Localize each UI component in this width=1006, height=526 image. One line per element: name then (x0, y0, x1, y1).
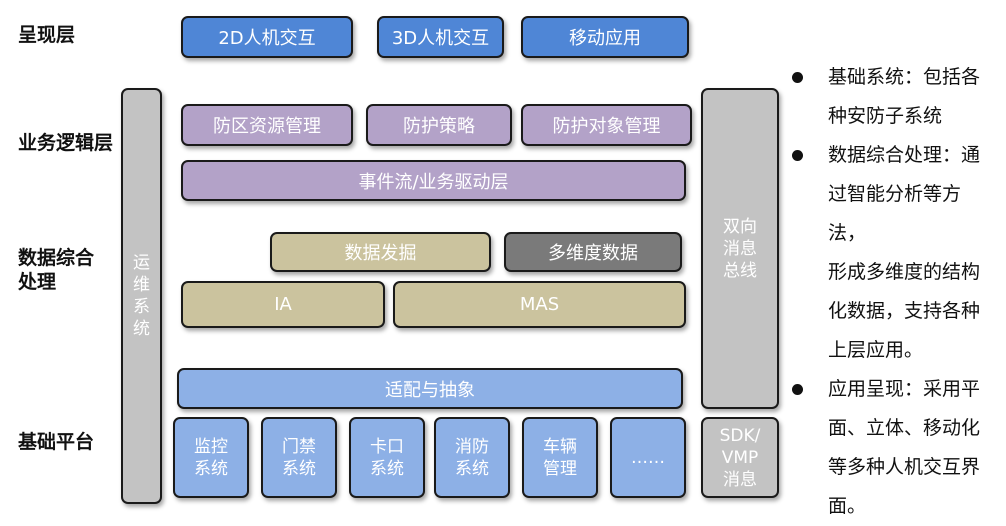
bullet-base-systems: 基础系统：包括各 种安防子系统 (790, 58, 995, 136)
subsystem-access-control-line1: 门禁 (282, 436, 316, 457)
layer-label-data-processing: 数据综合 处理 (18, 246, 94, 294)
bullet-data-processing: 数据综合处理：通 过智能分析等方法， 形成多维度的结构 化数据，支持各种 上层应… (790, 136, 995, 370)
layer-label-base-platform: 基础平台 (18, 431, 95, 453)
bullet-dot-icon (792, 150, 803, 161)
box-mobile-app: 移动应用 (521, 16, 689, 58)
box-subsystem-vehicle: 车辆 管理 (522, 417, 598, 498)
sdk-line1: SDK/ (719, 425, 761, 446)
bullet-text-line: 过智能分析等方法， (828, 183, 962, 244)
bullet-text-line: 形成多维度的结构 (828, 261, 981, 283)
box-mas: MAS (393, 281, 686, 328)
ops-char-1: 运 (133, 253, 150, 273)
bullet-dot-icon (792, 72, 803, 83)
bullet-text-line: 基础系统：包括各 (828, 66, 981, 88)
layer-label-presentation: 呈现层 (18, 24, 76, 46)
sdk-line3: 消息 (723, 469, 757, 490)
bullet-text-line: 化数据，支持各种 (828, 300, 981, 322)
subsystem-monitoring-line2: 系统 (194, 458, 228, 479)
box-adapter: 适配与抽象 (177, 368, 683, 409)
subsystem-fire-line1: 消防 (455, 436, 489, 457)
box-multi-dim-data: 多维度数据 (504, 232, 682, 272)
bullet-text-line: 上层应用。 (828, 339, 924, 361)
bullet-text-line: 数据综合处理：通 (828, 144, 981, 166)
layer-label-business-logic: 业务逻辑层 (18, 132, 114, 154)
ops-char-4: 统 (133, 319, 150, 339)
box-protection-strategy: 防护策略 (366, 104, 512, 146)
ops-char-2: 维 (133, 275, 150, 295)
box-zone-resource-mgmt: 防区资源管理 (181, 104, 353, 146)
box-3d-interaction: 3D人机交互 (377, 16, 504, 58)
message-bus-line2: 消息 (723, 238, 757, 259)
box-subsystem-fire: 消防 系统 (434, 417, 510, 498)
layer-label-data-processing-line1: 数据综合 (18, 247, 95, 269)
box-protected-object-mgmt: 防护对象管理 (521, 104, 692, 146)
layer-label-data-processing-line2: 处理 (18, 271, 57, 293)
subsystem-more-ellipsis: …… (631, 447, 665, 468)
box-subsystem-checkpoint: 卡口 系统 (349, 417, 425, 498)
bullet-text-line: 应用呈现：采用平 (828, 378, 981, 400)
sdk-line2: VMP (721, 447, 759, 468)
box-subsystem-access-control: 门禁 系统 (261, 417, 337, 498)
bullet-text-line: 面。 (828, 495, 867, 517)
box-ia: IA (181, 281, 385, 328)
box-2d-interaction: 2D人机交互 (181, 16, 353, 58)
box-sdk-vmp: SDK/ VMP 消息 (701, 417, 779, 498)
box-ops-system: 运 维 系 统 (121, 88, 162, 504)
subsystem-access-control-line2: 系统 (282, 458, 316, 479)
subsystem-checkpoint-line2: 系统 (370, 458, 404, 479)
ops-char-3: 系 (133, 297, 150, 317)
bullet-presentation: 应用呈现：采用平 面、立体、移动化 等多种人机交互界 面。 (790, 370, 995, 526)
bullet-text-line: 等多种人机交互界 (828, 456, 981, 478)
subsystem-vehicle-line2: 管理 (543, 458, 577, 479)
message-bus-line3: 总线 (723, 260, 757, 281)
subsystem-checkpoint-line1: 卡口 (370, 436, 404, 457)
bullet-text-line: 面、立体、移动化 (828, 417, 981, 439)
subsystem-monitoring-line1: 监控 (194, 436, 228, 457)
subsystem-vehicle-line1: 车辆 (543, 436, 577, 457)
bullet-dot-icon (792, 384, 803, 395)
bullet-text-line: 种安防子系统 (828, 105, 943, 127)
box-subsystem-more: …… (610, 417, 686, 498)
box-subsystem-monitoring: 监控 系统 (173, 417, 249, 498)
subsystem-fire-line2: 系统 (455, 458, 489, 479)
box-data-mining: 数据发掘 (270, 232, 491, 272)
box-event-flow: 事件流/业务驱动层 (181, 160, 686, 201)
box-message-bus: 双向 消息 总线 (701, 88, 779, 409)
bullet-notes: 基础系统：包括各 种安防子系统 数据综合处理：通 过智能分析等方法， 形成多维度… (790, 58, 995, 526)
message-bus-line1: 双向 (723, 216, 757, 237)
